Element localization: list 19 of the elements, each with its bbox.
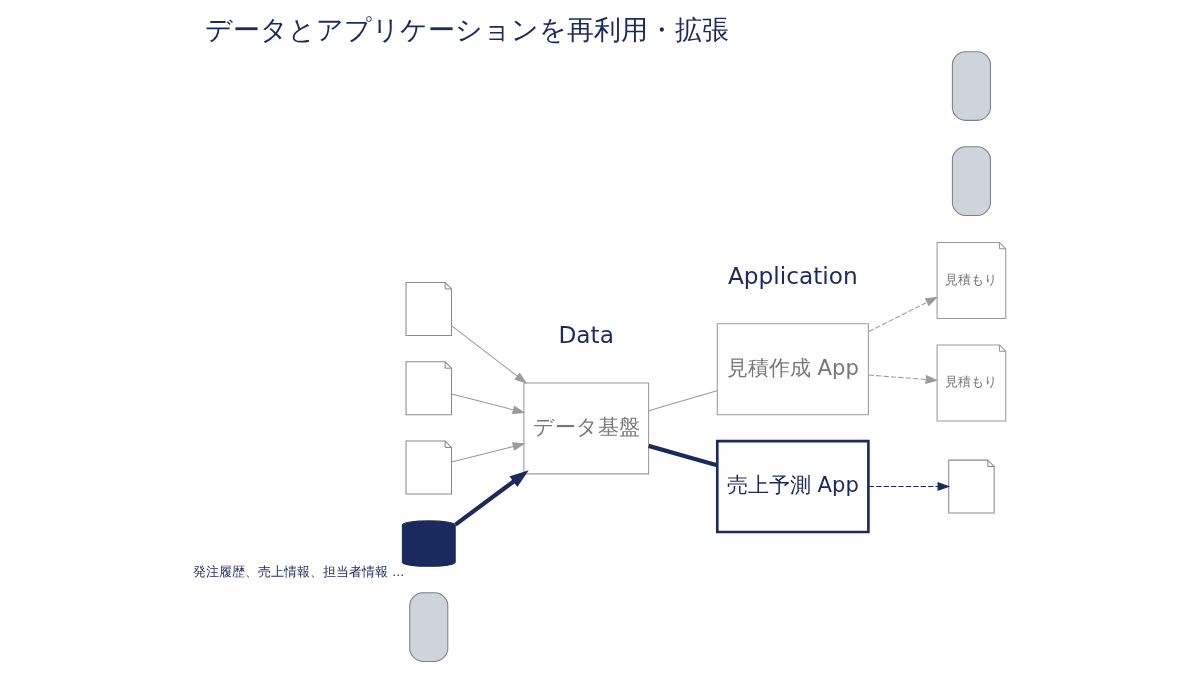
connector	[647, 443, 718, 468]
arrow	[453, 470, 529, 527]
label: Application	[727, 262, 858, 290]
node-box: データ基盤	[522, 382, 649, 475]
connector	[647, 390, 718, 412]
node-label: 発注履歴、売上情報、担当者情報 ...	[192, 564, 404, 580]
node-person	[951, 51, 991, 121]
arrow	[867, 296, 938, 333]
label: Data	[557, 321, 614, 349]
node-person	[408, 592, 448, 662]
arrow	[450, 393, 525, 415]
arrow	[867, 482, 950, 491]
node-person	[951, 146, 991, 216]
node-box: 見積作成 App	[716, 323, 869, 416]
arrow	[867, 374, 938, 384]
arrow	[450, 442, 525, 463]
node-box: 売上予測 App	[715, 439, 870, 534]
diagram-title: データとアプリケーションを再利用・拡張	[204, 13, 729, 45]
arrow	[450, 325, 527, 384]
